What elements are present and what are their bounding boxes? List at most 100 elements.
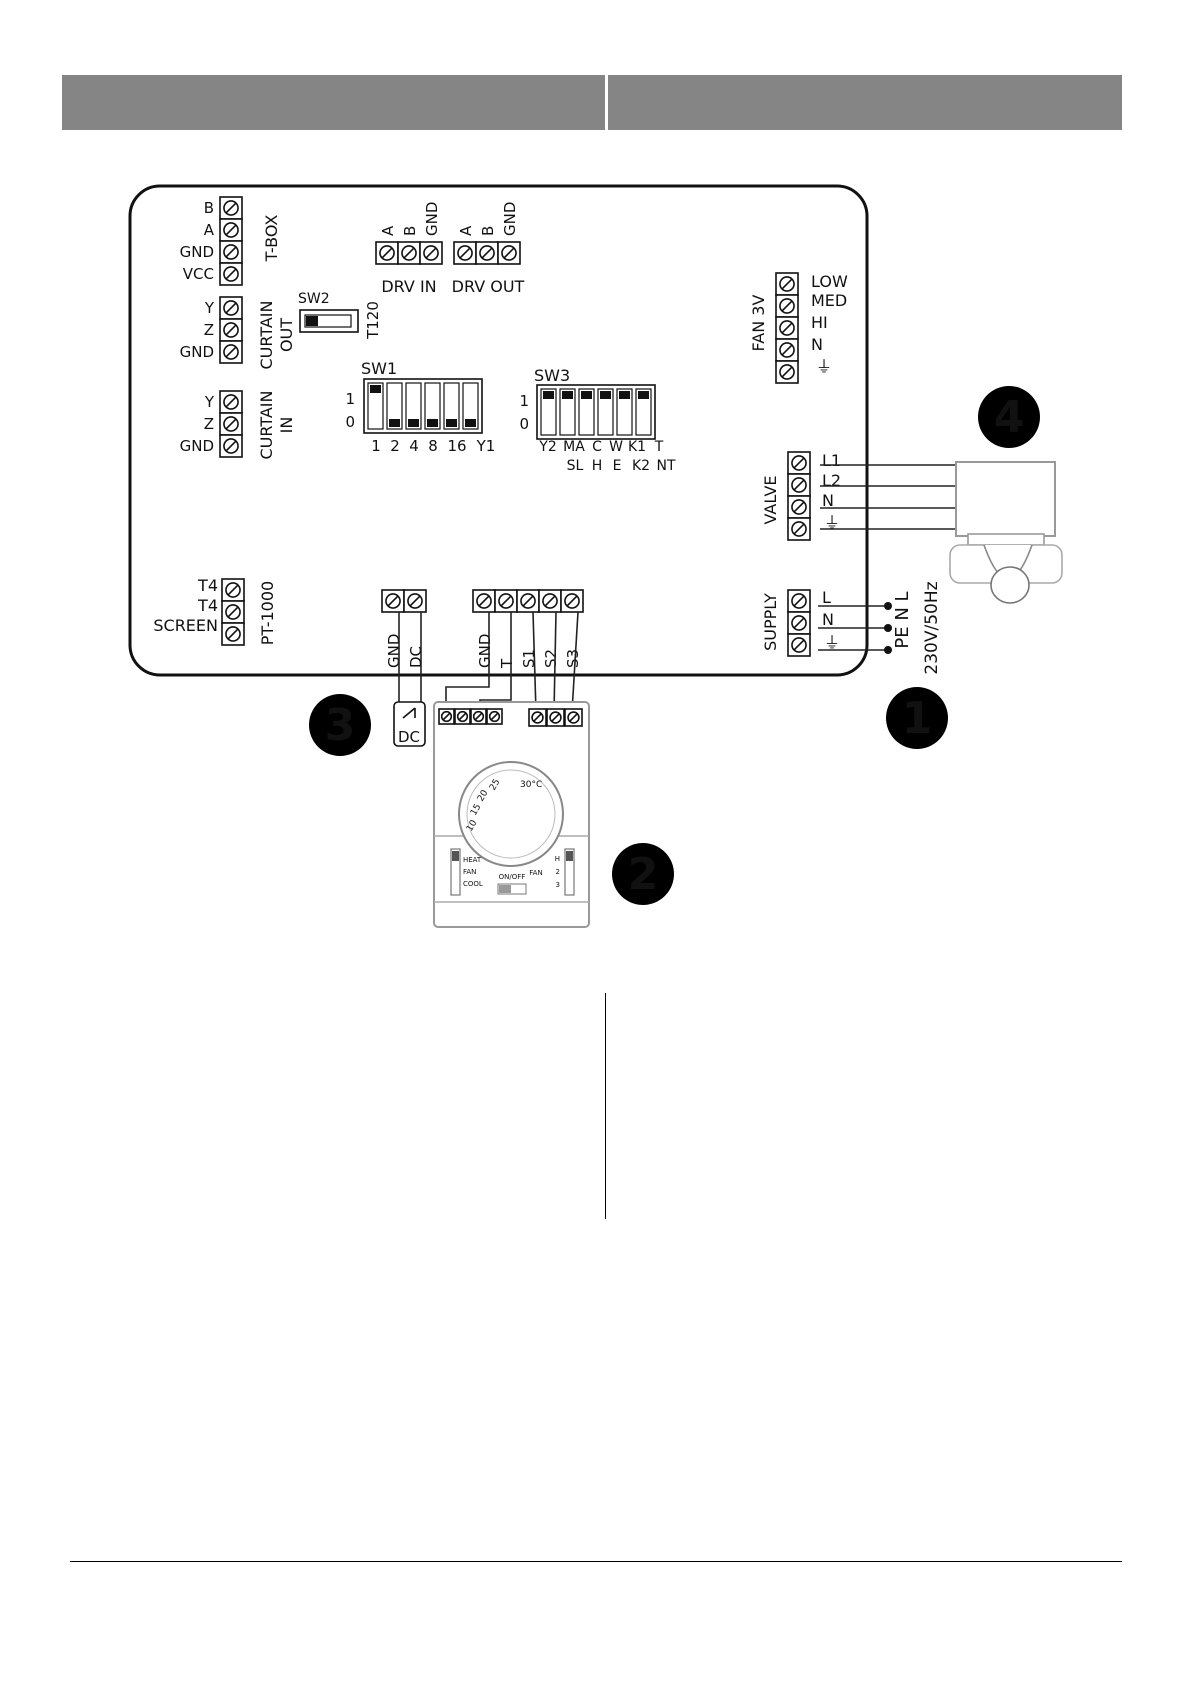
thermostat-fan-speed: H	[555, 855, 560, 863]
sw3-top-label: W	[609, 439, 623, 455]
curtain-in-pin-label: Z	[204, 415, 214, 433]
valve-terminal	[787, 451, 811, 475]
sensor-terminal	[472, 589, 496, 613]
fan-pin-label: HI	[811, 313, 828, 332]
callout-badge-4: 4	[978, 386, 1040, 448]
dc-pin-label: GND	[385, 634, 403, 668]
supply-node	[884, 646, 892, 654]
curtain-in-pin-label: Y	[204, 393, 215, 411]
drv-in-pin-label: B	[401, 226, 419, 236]
valve-pin-label: N	[822, 491, 834, 510]
sw1-switch-label: Y1	[476, 437, 496, 455]
curtain-in-sublabel: IN	[277, 417, 296, 434]
fan-terminal	[775, 294, 799, 318]
sw2-label: T120	[364, 301, 382, 340]
dip-switch-lever[interactable]	[600, 391, 611, 399]
tbox-pin-label: VCC	[183, 265, 214, 283]
drv-out-terminal	[497, 241, 521, 265]
curtain-out-pin-label: Y	[204, 299, 215, 317]
thermostat-terminal	[528, 708, 547, 727]
curtain-out-terminal	[219, 340, 243, 364]
sensor-pin-label: GND	[476, 634, 494, 668]
sw3-bottom-label: SL	[567, 458, 584, 474]
sw3-bottom-label: NT	[656, 458, 675, 474]
valve-earth-label: ⏚	[824, 513, 840, 532]
dip-switch-lever[interactable]	[408, 419, 419, 427]
dc-terminal	[381, 589, 405, 613]
tbox-terminal	[219, 262, 243, 286]
sw1-on-label: 1	[345, 390, 355, 408]
supply-node	[884, 602, 892, 610]
thermostat-scale-tick: 25	[488, 778, 502, 793]
dip-switch-lever[interactable]	[562, 391, 573, 399]
callout-number: 3	[325, 700, 356, 751]
valve-pin-label: L2	[822, 471, 841, 490]
curtain-out-sublabel: OUT	[277, 318, 296, 352]
fan-terminal	[775, 360, 799, 384]
header-cell-left	[62, 75, 605, 130]
drv-in-terminal	[419, 241, 443, 265]
sw1-switch-label: 8	[428, 437, 438, 455]
sw3-dip-bank	[536, 384, 656, 440]
fan-slider[interactable]	[564, 848, 575, 896]
fan-pin-label: N	[811, 335, 823, 354]
thermostat-fan-speed: 3	[556, 881, 560, 889]
tbox-label: T-BOX	[262, 215, 281, 263]
dip-switch-lever[interactable]	[543, 391, 554, 399]
thermostat-terminal	[486, 708, 503, 725]
sensor-terminal	[538, 589, 562, 613]
sw2-switch[interactable]	[299, 309, 359, 333]
supply-pin-label: L	[822, 588, 831, 607]
sw3-off-label: 0	[519, 415, 529, 433]
dip-switch-lever[interactable]	[427, 419, 438, 427]
dip-switch-lever[interactable]	[465, 419, 476, 427]
thermostat-fan-speed: 2	[556, 868, 560, 876]
supply-earth-label: ⏚	[824, 633, 840, 652]
fan-terminal	[775, 338, 799, 362]
dc-contact-label: DC	[398, 728, 420, 746]
dip-switch-lever[interactable]	[581, 391, 592, 399]
sw1-switch-label: 4	[409, 437, 419, 455]
curtain-in-label: CURTAIN	[257, 391, 276, 460]
table-header	[62, 75, 1122, 130]
mode-slider[interactable]	[450, 848, 461, 896]
callout-number: 2	[628, 849, 659, 900]
sw1-switch-label: 16	[447, 437, 466, 455]
sensor-pin-label: T	[498, 658, 516, 669]
onoff-switch[interactable]	[497, 883, 527, 895]
t4-pin-label: T4	[197, 576, 218, 595]
tbox-pin-label: B	[204, 199, 214, 217]
fan-label: FAN 3V	[749, 295, 768, 352]
valve-terminal	[787, 517, 811, 541]
footer-rule	[70, 1561, 1122, 1562]
sw1-dip-bank	[363, 378, 483, 434]
sw3-top-label: C	[592, 439, 602, 455]
thermostat-s-wire	[532, 611, 537, 713]
controller-board	[128, 184, 869, 677]
thermostat-terminal	[546, 708, 565, 727]
supply-line-labels: PE N L	[892, 591, 913, 648]
dip-switch-lever[interactable]	[389, 419, 400, 427]
t4-terminal	[221, 600, 245, 624]
dip-switch-lever[interactable]	[619, 391, 630, 399]
dip-switch-lever[interactable]	[638, 391, 649, 399]
dip-switch-lever[interactable]	[446, 419, 457, 427]
thermostat-fan-label: FAN	[529, 869, 542, 877]
curtain-in-terminal	[219, 390, 243, 414]
sensor-pin-label: S3	[564, 649, 582, 668]
dip-switch-lever[interactable]	[370, 385, 381, 393]
thermostat-s-wire	[553, 611, 557, 713]
supply-pin-label: N	[822, 610, 834, 629]
sw2-name: SW2	[298, 291, 330, 307]
drv-out-pin-label: A	[457, 225, 475, 236]
sw3-bottom-label: E	[613, 458, 622, 474]
tbox-terminal	[219, 240, 243, 264]
curtain-out-terminal	[219, 296, 243, 320]
sensor-pin-label: S2	[542, 649, 560, 668]
curtain-in-pin-label: GND	[180, 437, 214, 455]
column-divider	[605, 993, 606, 1219]
callout-badge-1: 1	[886, 687, 948, 749]
sw1-switch-label: 1	[371, 437, 381, 455]
drv-out-pin-label: GND	[501, 202, 519, 236]
